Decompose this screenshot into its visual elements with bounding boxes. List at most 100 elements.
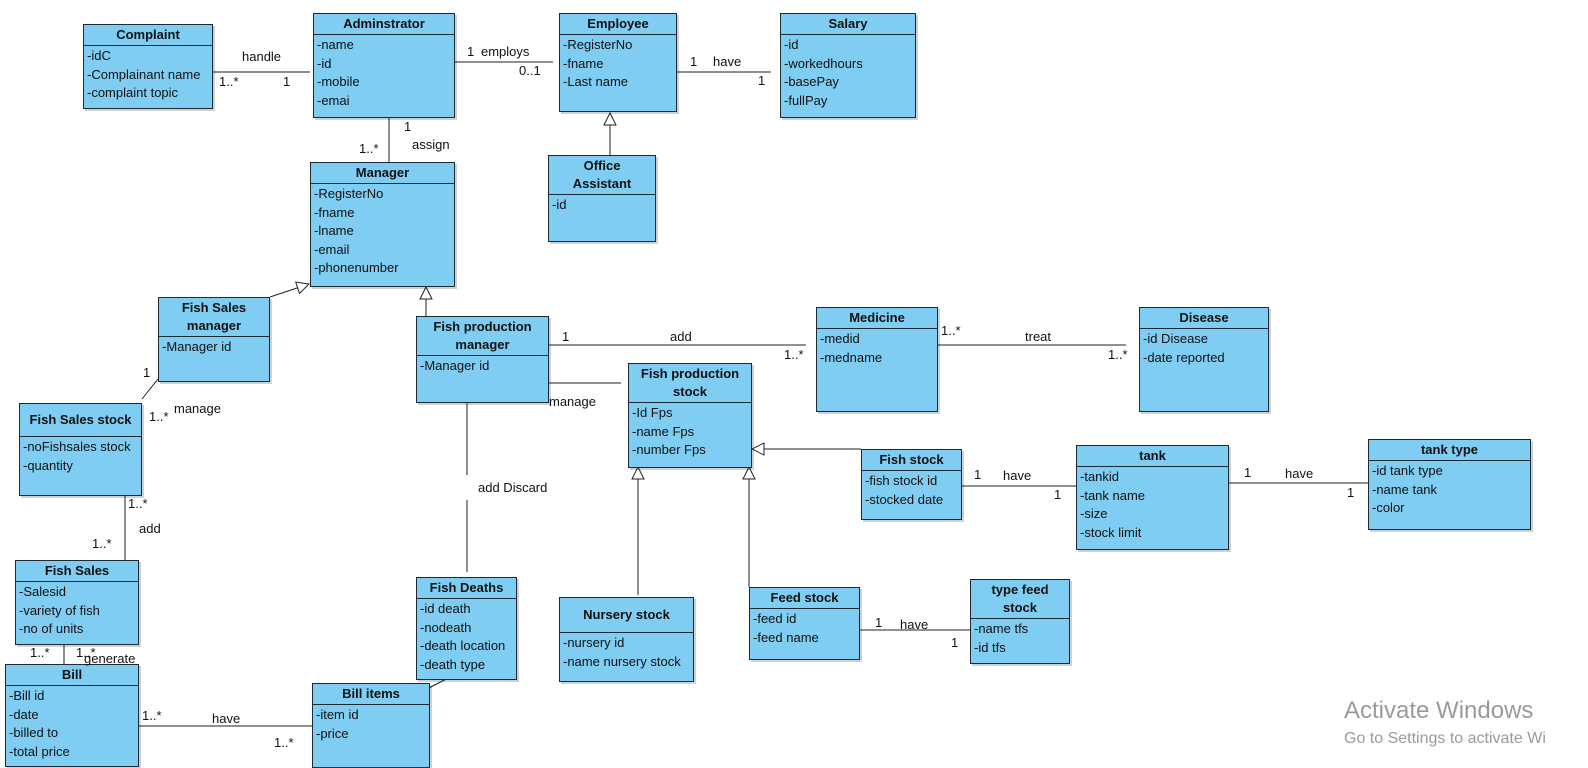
class-name: Bill bbox=[6, 665, 138, 686]
class-fish-stock[interactable]: Fish stock -fish stock id -stocked date bbox=[861, 449, 962, 520]
multiplicity: 1 bbox=[875, 615, 883, 630]
multiplicity: 1 bbox=[690, 54, 698, 69]
assoc-label-handle: handle bbox=[242, 49, 282, 64]
class-name: Fish production manager bbox=[417, 317, 548, 356]
class-attribute: -price bbox=[316, 725, 349, 741]
activate-windows-title: Activate Windows bbox=[1344, 697, 1534, 724]
class-manager[interactable]: Manager -RegisterNo -fname -lname -email… bbox=[310, 162, 455, 287]
class-name: Fish stock bbox=[862, 450, 961, 471]
class-attribute: -stock limit bbox=[1080, 524, 1142, 540]
class-name: type feed stock bbox=[971, 580, 1069, 619]
class-fish-production-manager[interactable]: Fish production manager -Manager id bbox=[416, 316, 549, 403]
multiplicity: 1..* bbox=[784, 347, 804, 362]
class-nursery-stock[interactable]: Nursery stock -nursery id -name nursery … bbox=[559, 597, 694, 682]
class-attribute: -tankid bbox=[1080, 469, 1120, 484]
class-disease[interactable]: Disease -id Disease -date reported bbox=[1139, 307, 1269, 412]
class-attribute: -medname bbox=[820, 349, 883, 365]
multiplicity: 0..1 bbox=[519, 63, 541, 78]
class-fish-production-stock[interactable]: Fish production stock -Id Fps -name Fps … bbox=[628, 363, 752, 468]
multiplicity: 1..* bbox=[128, 496, 148, 511]
class-attribute: -feed id bbox=[753, 611, 797, 626]
class-fish-sales-manager[interactable]: Fish Sales manager -Manager id bbox=[158, 297, 270, 382]
class-attribute: -noFishsales stock bbox=[23, 439, 131, 454]
class-name: Complaint bbox=[84, 25, 212, 46]
multiplicity: 1..* bbox=[92, 536, 112, 551]
class-name: Bill items bbox=[313, 684, 429, 705]
multiplicity: 1 bbox=[974, 467, 982, 482]
multiplicity: 1 bbox=[758, 73, 766, 88]
class-type-feed-stock[interactable]: type feed stock -name tfs -id tfs bbox=[970, 579, 1070, 664]
assoc-label-tank-have: have bbox=[1003, 468, 1032, 483]
assoc-label-generate: generate bbox=[84, 651, 136, 666]
class-attribute: -Bill id bbox=[9, 688, 45, 703]
class-attribute: -name tfs bbox=[974, 621, 1029, 636]
class-attribute: -mobile bbox=[317, 74, 360, 89]
class-attribute: -billed to bbox=[9, 725, 59, 740]
class-name: Fish Sales stock bbox=[20, 404, 141, 437]
activate-windows-subtitle[interactable]: Go to Settings to activate Wi bbox=[1344, 730, 1546, 747]
multiplicity: 1..* bbox=[149, 409, 169, 424]
assoc-label-bill-have: have bbox=[212, 711, 241, 726]
class-attribute: -complaint topic bbox=[87, 85, 179, 100]
class-attribute: -number Fps bbox=[632, 442, 706, 457]
class-attribute: -id Disease bbox=[1143, 331, 1209, 346]
assoc-label-employs: employs bbox=[481, 44, 530, 59]
class-attribute: -stocked date bbox=[865, 491, 944, 507]
class-name: tank type bbox=[1369, 440, 1530, 461]
class-tank-type[interactable]: tank type -id tank type -name tank -colo… bbox=[1368, 439, 1531, 530]
class-attribute: -lname bbox=[314, 223, 354, 238]
class-attribute: -workedhours bbox=[784, 55, 863, 71]
class-attribute: -Manager id bbox=[162, 339, 232, 354]
class-name: Fish Sales bbox=[16, 561, 138, 582]
class-bill[interactable]: Bill -Bill id -date -billed to -total pr… bbox=[5, 664, 139, 767]
class-fish-sales-stock[interactable]: Fish Sales stock -noFishsales stock -qua… bbox=[19, 403, 142, 496]
class-attribute: -size bbox=[1080, 506, 1108, 521]
class-attribute: -death type bbox=[420, 656, 486, 672]
class-employee[interactable]: Employee -RegisterNo -fname -Last name bbox=[559, 13, 677, 112]
class-complaint[interactable]: Complaint -idC -Complainant name -compla… bbox=[83, 24, 213, 109]
class-attribute: -id bbox=[552, 197, 567, 212]
assoc-label-add-discard: add Discard bbox=[478, 480, 548, 495]
class-attribute: -color bbox=[1372, 500, 1405, 515]
class-attribute: -Salesid bbox=[19, 584, 66, 599]
class-attribute: -total price bbox=[9, 743, 70, 759]
class-attribute: -fullPay bbox=[784, 92, 828, 108]
class-attribute: -idC bbox=[87, 48, 111, 63]
class-medicine[interactable]: Medicine -medid -medname bbox=[816, 307, 938, 412]
class-fish-deaths[interactable]: Fish Deaths -id death -nodeath -death lo… bbox=[416, 577, 517, 680]
class-attribute: -Complainant name bbox=[87, 66, 201, 82]
class-salary[interactable]: Salary -id -workedhours -basePay -fullPa… bbox=[780, 13, 916, 118]
assoc-label-manage-sales: manage bbox=[174, 401, 221, 416]
multiplicity: 1 bbox=[562, 329, 570, 344]
class-attribute: -item id bbox=[316, 707, 359, 722]
class-attribute: -phonenumber bbox=[314, 260, 399, 275]
class-attribute: -emai bbox=[317, 92, 350, 108]
class-tank[interactable]: tank -tankid -tank name -size -stock lim… bbox=[1076, 445, 1229, 550]
assoc-label-manage-prod: manage bbox=[549, 394, 596, 409]
multiplicity: 1..* bbox=[1108, 347, 1128, 362]
class-attribute: -id tank type bbox=[1372, 463, 1443, 478]
assoc-label-tanktype-have: have bbox=[1285, 466, 1314, 481]
multiplicity: 1..* bbox=[142, 708, 162, 723]
class-name: tank bbox=[1077, 446, 1228, 467]
class-administrator[interactable]: Adminstrator -name -id -mobile -emai bbox=[313, 13, 455, 118]
class-attribute: -Last name bbox=[563, 74, 629, 89]
assoc-manage-sales bbox=[141, 378, 159, 400]
class-attribute: -id death bbox=[420, 601, 471, 616]
class-feed-stock[interactable]: Feed stock -feed id -feed name bbox=[749, 587, 860, 660]
class-attribute: -name tank bbox=[1372, 481, 1438, 497]
assoc-label-sales-add: add bbox=[139, 521, 161, 536]
class-name: Manager bbox=[311, 163, 454, 184]
class-office-assistant[interactable]: Office Assistant -id bbox=[548, 155, 656, 242]
class-name: Medicine bbox=[817, 308, 937, 329]
multiplicity: 1..* bbox=[30, 645, 50, 660]
class-name: Adminstrator bbox=[314, 14, 454, 35]
class-name: Fish production stock bbox=[629, 364, 751, 403]
class-attribute: -fname bbox=[314, 204, 355, 220]
class-fish-sales[interactable]: Fish Sales -Salesid -variety of fish -no… bbox=[15, 560, 139, 645]
class-name: Feed stock bbox=[750, 588, 859, 609]
multiplicity: 1 bbox=[283, 74, 291, 89]
class-bill-items[interactable]: Bill items -item id -price bbox=[312, 683, 430, 768]
multiplicity: 1..* bbox=[941, 323, 961, 338]
